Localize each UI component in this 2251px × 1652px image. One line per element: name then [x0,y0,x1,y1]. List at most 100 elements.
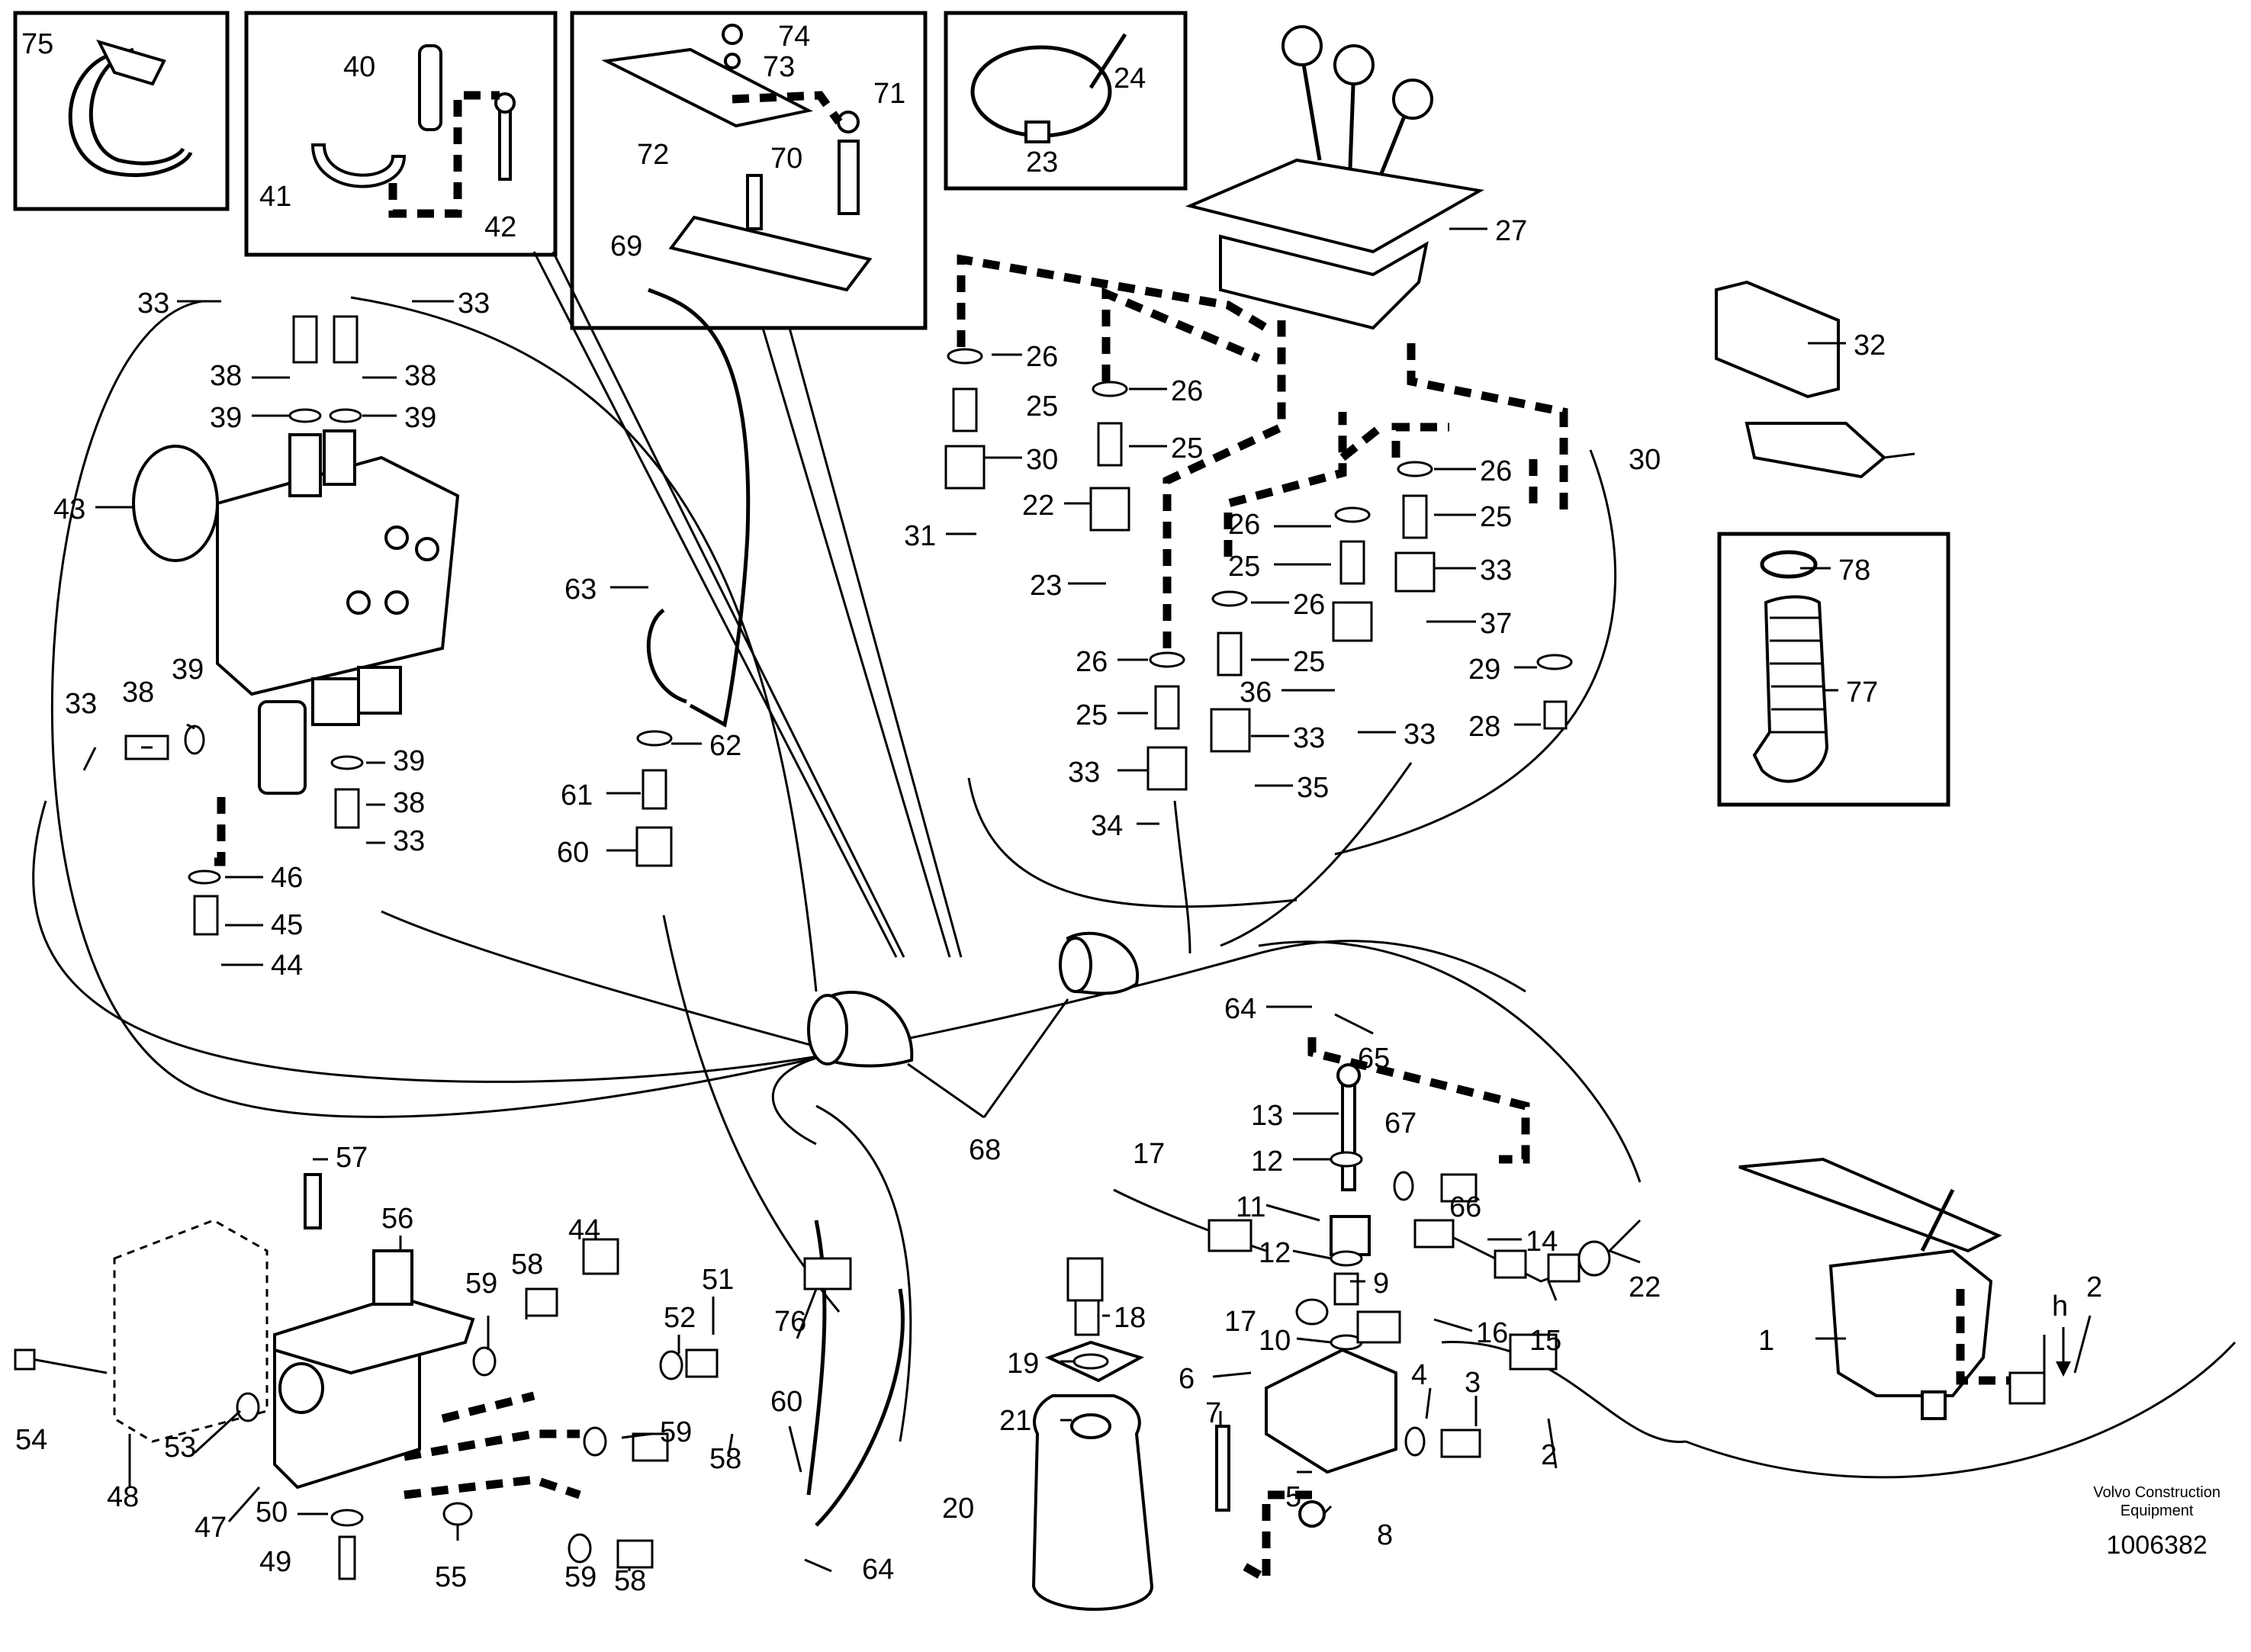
callout-56: 56 [381,1203,413,1235]
callout-9: 9 [1373,1268,1389,1300]
callout-25-c: 25 [1076,699,1108,731]
callout-59-b: 59 [660,1416,692,1448]
publisher-name-line1: Volvo Construction [2093,1484,2220,1501]
callout-28: 28 [1468,711,1500,743]
callout-12-bottom: 12 [1259,1237,1291,1269]
callout-50: 50 [256,1496,288,1528]
callout-26-d: 26 [1293,589,1325,621]
callout-75: 75 [21,28,53,60]
callout-46: 46 [271,862,303,894]
solenoid-valve-block [14,1173,475,1490]
callout-2-bottom: 2 [1541,1439,1557,1471]
callout-64-top: 64 [1224,993,1256,1025]
callout-78: 78 [1838,554,1870,587]
callout-54: 54 [15,1424,47,1456]
callout-60-bottom: 60 [770,1386,802,1418]
accumulator [1031,1340,1154,1612]
callout-58-c: 58 [614,1565,646,1597]
callout-4: 4 [1411,1359,1427,1391]
callout-33-c: 33 [1068,757,1100,789]
callout-33-g: 33 [1404,718,1436,750]
callout-10: 10 [1259,1325,1291,1357]
callout-63: 63 [564,574,597,606]
dashed-connections [210,254,2021,1586]
callout-43: 43 [53,493,85,525]
callout-33-lower: 33 [393,825,425,857]
callout-23-mid: 23 [1030,570,1062,602]
callout-24: 24 [1114,63,1146,95]
callout-25-f: 25 [1480,501,1512,533]
inset-clamp-hose-77-78 [1717,532,1950,807]
callout-58-a: 58 [511,1249,543,1281]
callout-58-b: 58 [709,1443,741,1475]
callout-36: 36 [1240,677,1272,709]
foot-pedal-valve [1738,1157,2002,1420]
callout-23-inset: 23 [1026,146,1058,178]
callout-61: 61 [561,779,593,812]
callout-30-right: 30 [1629,444,1661,476]
callout-14: 14 [1526,1226,1558,1258]
callout-33-top-right: 33 [458,288,490,320]
publisher-footer: Volvo Construction Equipment 1006382 [2093,1483,2220,1560]
callout-65: 65 [1358,1043,1390,1075]
callout-31: 31 [904,520,936,552]
inset-clamp-75 [13,11,230,211]
callout-53: 53 [164,1432,196,1464]
callout-68: 68 [969,1134,1001,1166]
callout-20: 20 [942,1493,974,1525]
callout-8: 8 [1377,1519,1393,1551]
callout-33-top-left: 33 [137,288,169,320]
callout-64-bottom: 64 [862,1554,894,1586]
callout-52: 52 [664,1302,696,1334]
callout-40: 40 [343,51,375,83]
hose-routing [32,288,2237,1527]
callout-leaders [82,227,2092,1573]
main-control-valve [132,429,460,795]
callout-7: 7 [1205,1397,1221,1429]
callout-49: 49 [259,1546,291,1578]
callout-17-bottom: 17 [1224,1306,1256,1338]
callout-25-a: 25 [1026,391,1058,423]
callout-69: 69 [610,230,642,262]
callout-67: 67 [1384,1107,1417,1139]
callout-22-mid: 22 [1022,490,1054,522]
callout-60-mid: 60 [557,837,589,869]
callout-38-lower: 38 [393,787,425,819]
callout-15: 15 [1529,1325,1561,1357]
callout-29: 29 [1468,654,1500,686]
callout-71: 71 [873,78,905,110]
callout-59-c: 59 [564,1561,597,1593]
callout-38-left: 38 [210,360,242,392]
pilot-valve-joystick [1185,25,1484,330]
callout-6: 6 [1179,1363,1195,1395]
callout-39-mid: 39 [172,654,204,686]
callout-76: 76 [774,1306,806,1338]
callout-18: 18 [1114,1302,1146,1334]
callout-47: 47 [195,1512,227,1544]
callout-21: 21 [999,1405,1031,1437]
callout-2-right: 2 [2086,1271,2102,1303]
callout-5: 5 [1285,1481,1301,1513]
callout-42: 42 [484,211,516,243]
callout-labels: 75 40 41 42 74 73 71 72 70 69 24 23 27 3… [15,21,2102,1597]
callout-72: 72 [637,139,669,171]
callout-38-right: 38 [404,360,436,392]
callout-48: 48 [107,1481,139,1513]
callout-73: 73 [763,51,795,83]
publisher-name-line2: Equipment [2120,1503,2194,1519]
callout-33-f: 33 [1480,554,1512,587]
callout-26-a: 26 [1026,341,1058,373]
hose-clamps-68 [807,931,1140,1119]
inset-cable-tie-23-24 [944,11,1188,191]
callout-39-lower: 39 [393,745,425,777]
callout-16: 16 [1476,1317,1508,1349]
callout-12-top: 12 [1251,1146,1283,1178]
callout-44: 44 [271,950,303,982]
callout-51: 51 [702,1264,734,1296]
callout-11: 11 [1236,1191,1265,1223]
callout-25-d: 25 [1293,646,1325,678]
callout-h: h [2052,1290,2068,1323]
callout-34: 34 [1091,810,1123,842]
document-number: 1006382 [2106,1531,2208,1560]
